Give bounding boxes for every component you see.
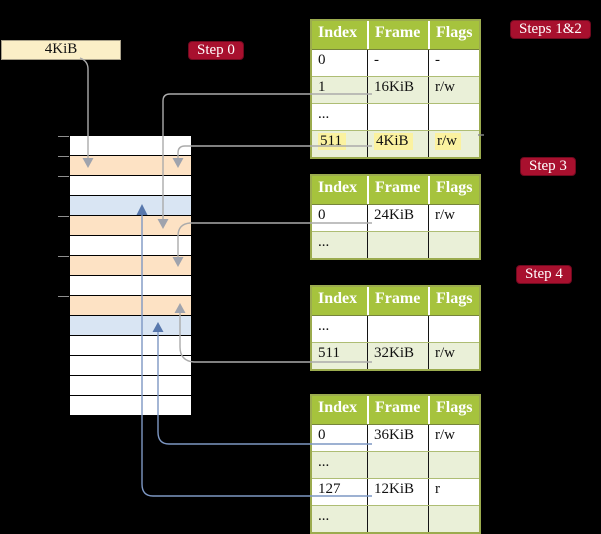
table-cell: r/w (428, 131, 479, 157)
table-cell: r/w (428, 77, 479, 103)
memory-row-9-blue (70, 316, 191, 336)
table-cell: - (428, 50, 479, 76)
header-cell-frame: Frame (367, 287, 428, 315)
tick-mark (58, 296, 69, 297)
table-cell: r/w (428, 425, 479, 451)
table-cell (428, 452, 479, 478)
header-cell-frame: Frame (367, 21, 428, 49)
table-header-row: Index Frame Flags (312, 396, 479, 424)
table-cell: 511 (312, 131, 367, 157)
header-cell-index: Index (318, 290, 358, 307)
table-cell: 0 (318, 427, 326, 443)
memory-row-13-white (70, 396, 191, 415)
header-cell-flags: Flags (428, 176, 479, 204)
memory-row-12-white (70, 376, 191, 396)
tick-mark (58, 156, 69, 157)
memory-row-6-orange (70, 256, 191, 276)
highlighted-cell-value: 511 (318, 133, 346, 150)
table-cell: 0 (318, 52, 326, 68)
table-header-row: Index Frame Flags (312, 287, 479, 315)
table-row: 0 36KiB r/w (312, 424, 479, 451)
table-cell: ... (318, 454, 330, 470)
table-cell: r (428, 479, 479, 505)
table-cell: ... (318, 508, 330, 524)
header-cell-frame: Frame (367, 396, 428, 424)
header-cell-frame: Frame (367, 176, 428, 204)
highlighted-cell-value: r/w (435, 133, 461, 150)
memory-row-8-orange (70, 296, 191, 316)
table-cell: ... (318, 318, 330, 334)
table-header-row: Index Frame Flags (312, 176, 479, 204)
page-table-level-2: Index Frame Flags 0 24KiB r/w ... (310, 174, 481, 260)
table-row: 0 - - (312, 49, 479, 76)
table-cell (428, 316, 479, 342)
table-cell: 0 (318, 207, 326, 223)
header-cell-flags: Flags (428, 21, 479, 49)
badge-steps-1-2: Steps 1&2 (510, 20, 591, 39)
header-cell-flags: Flags (428, 396, 479, 424)
table-cell (428, 104, 479, 130)
header-cell-flags: Flags (428, 287, 479, 315)
page-table-level-3: Index Frame Flags ... 511 32KiB r/w (310, 285, 481, 371)
page-table-level-1: Index Frame Flags 0 - - 1 16KiB r/w ... … (310, 19, 481, 159)
table-cell (367, 506, 428, 532)
table-cell: ... (318, 106, 330, 122)
table-cell: ... (318, 234, 330, 250)
highlighted-cell-value: 4KiB (374, 133, 413, 150)
table-row: ... (312, 315, 479, 342)
table-row: ... (312, 451, 479, 478)
badge-step-3: Step 3 (520, 157, 576, 176)
tick-mark (58, 216, 69, 217)
table-cell (428, 506, 479, 532)
table-cell (428, 232, 479, 258)
memory-row-4-orange (70, 216, 191, 236)
table-cell: 24KiB (367, 205, 428, 231)
table-row: 511 32KiB r/w (312, 342, 479, 369)
memory-row-7-white (70, 276, 191, 296)
memory-row-0-white (70, 136, 191, 156)
table-cell (367, 452, 428, 478)
tick-mark (58, 136, 69, 137)
table-row-highlighted: 511 4KiB r/w (312, 130, 479, 157)
memory-row-2-white (70, 176, 191, 196)
table-cell: 127 (318, 481, 341, 497)
page-table-level-4: Index Frame Flags 0 36KiB r/w ... 127 12… (310, 394, 481, 534)
memory-row-1-orange (70, 156, 191, 176)
frame-size-label: 4KiB (1, 40, 121, 60)
header-cell-index: Index (318, 179, 358, 196)
table-cell: 511 (318, 345, 340, 361)
table-cell (367, 104, 428, 130)
memory-row-5-white (70, 236, 191, 256)
table-row: ... (312, 231, 479, 258)
table-cell: 32KiB (367, 343, 428, 369)
table-cell: r/w (428, 205, 479, 231)
tick-mark (58, 256, 69, 257)
header-cell-index: Index (318, 399, 358, 416)
table-cell: 1 (318, 79, 326, 95)
table-cell: 12KiB (367, 479, 428, 505)
memory-column (70, 136, 191, 416)
table-row: ... (312, 103, 479, 130)
badge-step-0: Step 0 (188, 41, 244, 60)
table-cell: r/w (428, 343, 479, 369)
table-header-row: Index Frame Flags (312, 21, 479, 49)
table-cell: 36KiB (367, 425, 428, 451)
table-row: 0 24KiB r/w (312, 204, 479, 231)
memory-row-10-white (70, 336, 191, 356)
table-cell: 4KiB (367, 131, 428, 157)
table-cell: 16KiB (367, 77, 428, 103)
table-row: 127 12KiB r (312, 478, 479, 505)
header-cell-index: Index (318, 24, 358, 41)
table-row: 1 16KiB r/w (312, 76, 479, 103)
memory-row-3-blue (70, 196, 191, 216)
table-cell (367, 316, 428, 342)
tick-mark (58, 176, 69, 177)
badge-step-4: Step 4 (516, 265, 572, 284)
table-cell (367, 232, 428, 258)
memory-row-11-white (70, 356, 191, 376)
table-cell: - (367, 50, 428, 76)
